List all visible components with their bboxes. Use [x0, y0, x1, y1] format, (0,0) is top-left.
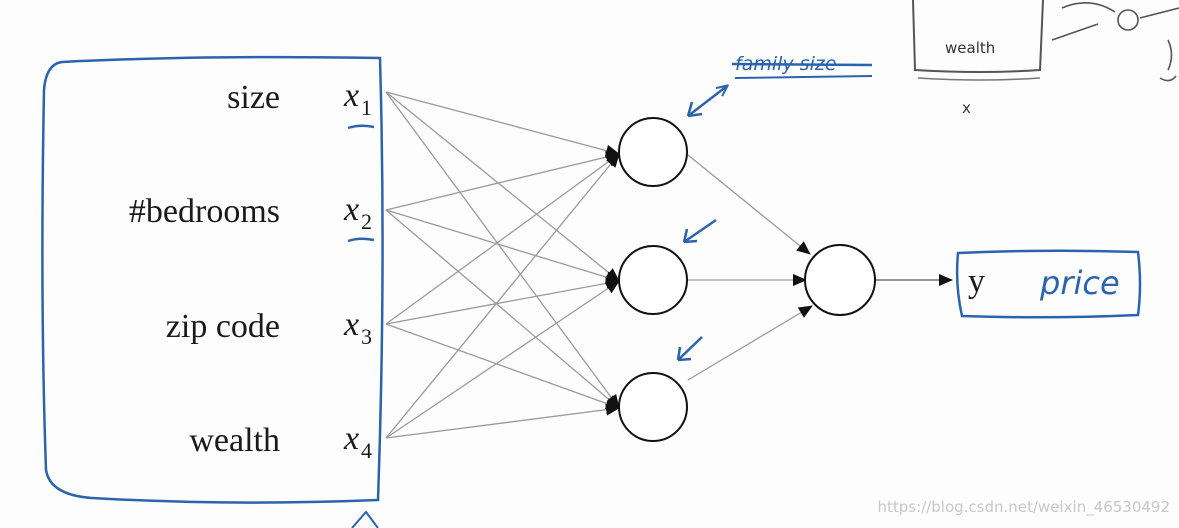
hidden-node-3 — [618, 372, 688, 442]
sketch-label-wealth: wealth — [945, 39, 995, 57]
hidden-node-1 — [618, 117, 688, 187]
bottom-pen-mark — [351, 510, 379, 528]
input-x2: x — [343, 191, 359, 228]
price-annotation: price — [1039, 264, 1120, 302]
input-x4-subscript: 4 — [361, 438, 372, 463]
underline-x2 — [347, 237, 375, 243]
input-x4: x — [343, 420, 359, 457]
output-y-label: y — [968, 263, 985, 300]
pen-arrow-head-1 — [686, 101, 703, 118]
input-x1-subscript: 1 — [361, 95, 372, 120]
pen-arrow-node-2 — [683, 218, 717, 244]
feature-label-zip-code: zip code — [166, 308, 280, 345]
annotation-underline — [734, 75, 873, 79]
pen-arrow-node-3 — [677, 336, 703, 361]
input-x1: x — [343, 77, 359, 114]
feature-label-bedrooms: #bedrooms — [129, 193, 280, 230]
sketch-label-x: x — [962, 99, 971, 117]
input-hidden-connections — [385, 91, 620, 439]
strikethrough — [731, 62, 873, 67]
output-box — [955, 249, 1142, 319]
pen-arrow-head-3 — [676, 346, 692, 362]
input-x2-subscript: 2 — [361, 209, 372, 234]
output-node — [804, 244, 876, 316]
watermark: https://blog.csdn.net/weixin_46530492 — [877, 498, 1170, 517]
hidden-output-connections — [687, 154, 813, 381]
feature-label-size: size — [227, 79, 280, 116]
pen-arrow-head-2 — [682, 228, 698, 244]
feature-label-wealth: wealth — [189, 422, 280, 459]
hidden-node-2 — [618, 245, 688, 315]
pen-arrow-node-1 — [687, 86, 727, 117]
input-box — [41, 55, 384, 504]
input-x3-subscript: 3 — [361, 324, 372, 349]
underline-x1 — [347, 124, 375, 130]
input-x3: x — [343, 306, 359, 343]
corner-sketch: wealth x — [912, 0, 1179, 117]
